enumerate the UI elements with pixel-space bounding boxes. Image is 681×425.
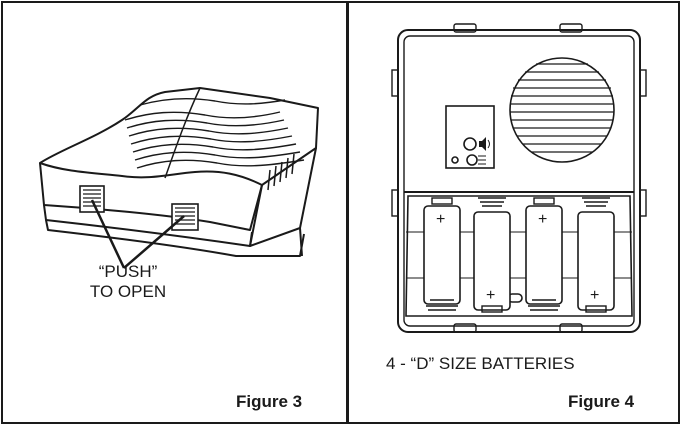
control-box: [445, 105, 495, 169]
speaker-grille-lines: [510, 63, 614, 153]
batteries-caption: 4 - “D” SIZE BATTERIES: [386, 354, 575, 373]
speaker-symbol-icon: [479, 137, 486, 151]
figure-3-label: Figure 3: [236, 392, 303, 411]
panel-divider: [346, 1, 349, 424]
housing-front: [39, 162, 263, 231]
battery-4-plus: +: [590, 287, 599, 304]
push-to-open-callout: “PUSH” TO OPEN: [78, 262, 178, 302]
callout-line-1: “PUSH”: [98, 262, 158, 281]
battery-1-plus: +: [436, 211, 445, 228]
callout-line-2: TO OPEN: [89, 282, 167, 301]
housing-top: [39, 87, 319, 186]
transmitter-drawing: [391, 23, 647, 333]
housing-ridges: [124, 98, 305, 169]
battery-3: [525, 205, 563, 305]
battery-2: [473, 211, 511, 311]
figure-4-label: Figure 4: [568, 392, 635, 411]
battery-4: [577, 211, 615, 311]
battery-springs: [426, 197, 610, 313]
side-vents: [267, 153, 295, 191]
tone-button-icon: [466, 154, 478, 166]
transmitter-case: [397, 29, 641, 333]
battery-2-plus: +: [486, 287, 495, 304]
callout-lines: [90, 199, 185, 269]
volume-button-icon: [463, 137, 477, 151]
figure-3-panel: [1, 1, 347, 424]
battery-3-plus: +: [538, 211, 547, 228]
indicator-led-icon: [451, 156, 459, 164]
tone-symbol-icon: [478, 139, 490, 165]
battery-1: [423, 205, 461, 305]
housing-side: [249, 147, 317, 247]
speaker-grille: [509, 57, 615, 163]
